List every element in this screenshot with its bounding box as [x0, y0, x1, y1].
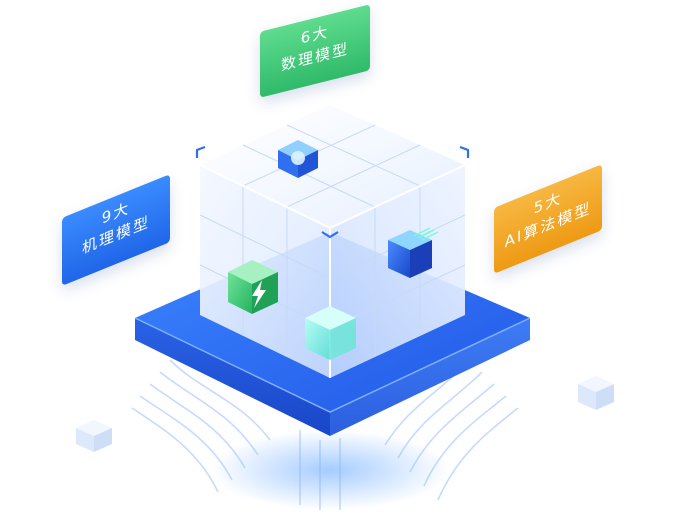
cyan-cube — [305, 306, 356, 360]
cube-icon — [278, 140, 318, 178]
small-cube-left — [76, 420, 112, 452]
small-cube-right — [578, 376, 614, 410]
lightning-icon — [228, 260, 278, 314]
chip-icon — [388, 227, 439, 278]
floor-glow — [210, 430, 450, 510]
